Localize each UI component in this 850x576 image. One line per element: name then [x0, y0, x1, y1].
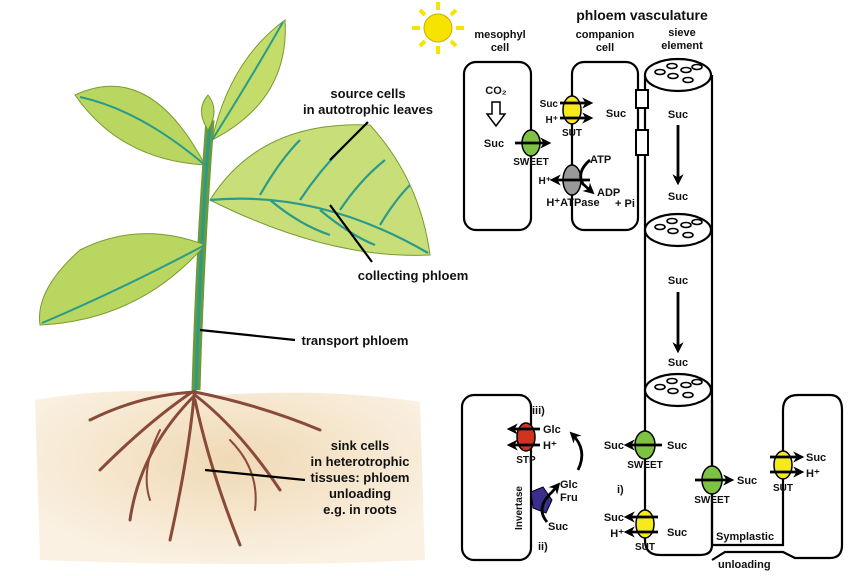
sut-transporter-2-icon — [773, 450, 793, 480]
sut-label-1: SUT — [635, 542, 655, 553]
suc-sieve-1: Suc — [668, 109, 688, 121]
label-i: i) — [617, 484, 624, 496]
unloading-label: unloading — [718, 559, 771, 571]
invertase-enzyme-icon — [530, 486, 553, 514]
pointer-lines — [199, 121, 373, 482]
leaf-lower-left — [39, 233, 206, 326]
fru-label: Fru — [560, 492, 578, 504]
adp-label: ADP — [597, 187, 620, 199]
sweet-label: SWEET — [513, 157, 549, 168]
suc-mesophyll: Suc — [484, 138, 504, 150]
leaf-source — [209, 124, 431, 256]
label-sink-1: sink cells — [331, 438, 390, 453]
leaf-top-left — [74, 85, 206, 166]
label-sieve: sieve — [668, 27, 696, 39]
label-source-cells: source cells — [330, 86, 405, 101]
label-transport-phloem: transport phloem — [302, 333, 409, 348]
plant-illustration — [35, 19, 431, 564]
label-ii: ii) — [538, 541, 548, 553]
h-sut-2: H⁺ — [806, 468, 820, 480]
suc-sieve-3: Suc — [668, 275, 688, 287]
suc-sut-2: Suc — [806, 452, 826, 464]
sink-cell-apoplastic — [460, 393, 533, 562]
sink-cell-symplastic — [710, 393, 844, 561]
label-sink-3: tissues: phloem — [311, 470, 410, 485]
soil — [35, 391, 425, 564]
sut-efflux-icon — [635, 509, 655, 539]
label-sieve-element: element — [661, 40, 703, 52]
h-stp: H⁺ — [543, 440, 557, 452]
stp-label: STP — [516, 455, 536, 466]
label-companion-cell: cell — [596, 42, 614, 54]
sweet-label-2: SWEET — [694, 495, 730, 506]
sieve-element — [635, 57, 714, 557]
label-sink-4: unloading — [329, 486, 391, 501]
atpase-h: H⁺ — [539, 176, 552, 187]
pi-label: + Pi — [615, 198, 635, 210]
label-iii: iii) — [532, 405, 545, 417]
glc-label: Glc — [560, 479, 578, 491]
sut-transporter-icon — [562, 95, 582, 125]
sut-h: H⁺ — [546, 115, 559, 126]
suc-invertase: Suc — [548, 521, 568, 533]
h-out-sut: H⁺ — [610, 528, 624, 540]
label-mesophyl-cell: cell — [491, 42, 509, 54]
label-source-cells-2: in autotrophic leaves — [303, 102, 433, 117]
sut-label-2: SUT — [773, 483, 793, 494]
atpase-label: H⁺ATPase — [546, 197, 599, 209]
atp-label: ATP — [590, 154, 611, 166]
label-mesophyl: mesophyl — [474, 29, 525, 41]
suc-sieve-2: Suc — [668, 191, 688, 203]
sut-label: SUT — [562, 128, 582, 139]
sweet-label-1: SWEET — [627, 460, 663, 471]
title: phloem vasculature — [576, 7, 708, 23]
suc-companion: Suc — [606, 108, 626, 120]
co2-label: CO₂ — [485, 85, 507, 97]
suc-out-sut: Suc — [604, 512, 624, 524]
suc-in-sut: Suc — [667, 527, 687, 539]
stp-transporter-icon — [516, 422, 536, 452]
sun-icon — [412, 2, 464, 54]
hollow-arrow-icon — [485, 101, 507, 128]
sut-suc: Suc — [540, 99, 559, 110]
suc-sweet-2: Suc — [737, 475, 757, 487]
suc-sieve-4: Suc — [668, 357, 688, 369]
glc-stp: Glc — [543, 424, 561, 436]
label-collecting-phloem: collecting phloem — [358, 268, 469, 283]
suc-out-sweet: Suc — [604, 440, 624, 452]
label-sink-5: e.g. in roots — [323, 502, 397, 517]
label-companion: companion — [576, 29, 635, 41]
label-sink-2: in heterotrophic — [311, 454, 410, 469]
suc-in-sweet: Suc — [667, 440, 687, 452]
symplastic-label: Symplastic — [716, 531, 774, 543]
leaf-small — [201, 94, 215, 131]
invertase-label: Invertase — [514, 486, 525, 530]
